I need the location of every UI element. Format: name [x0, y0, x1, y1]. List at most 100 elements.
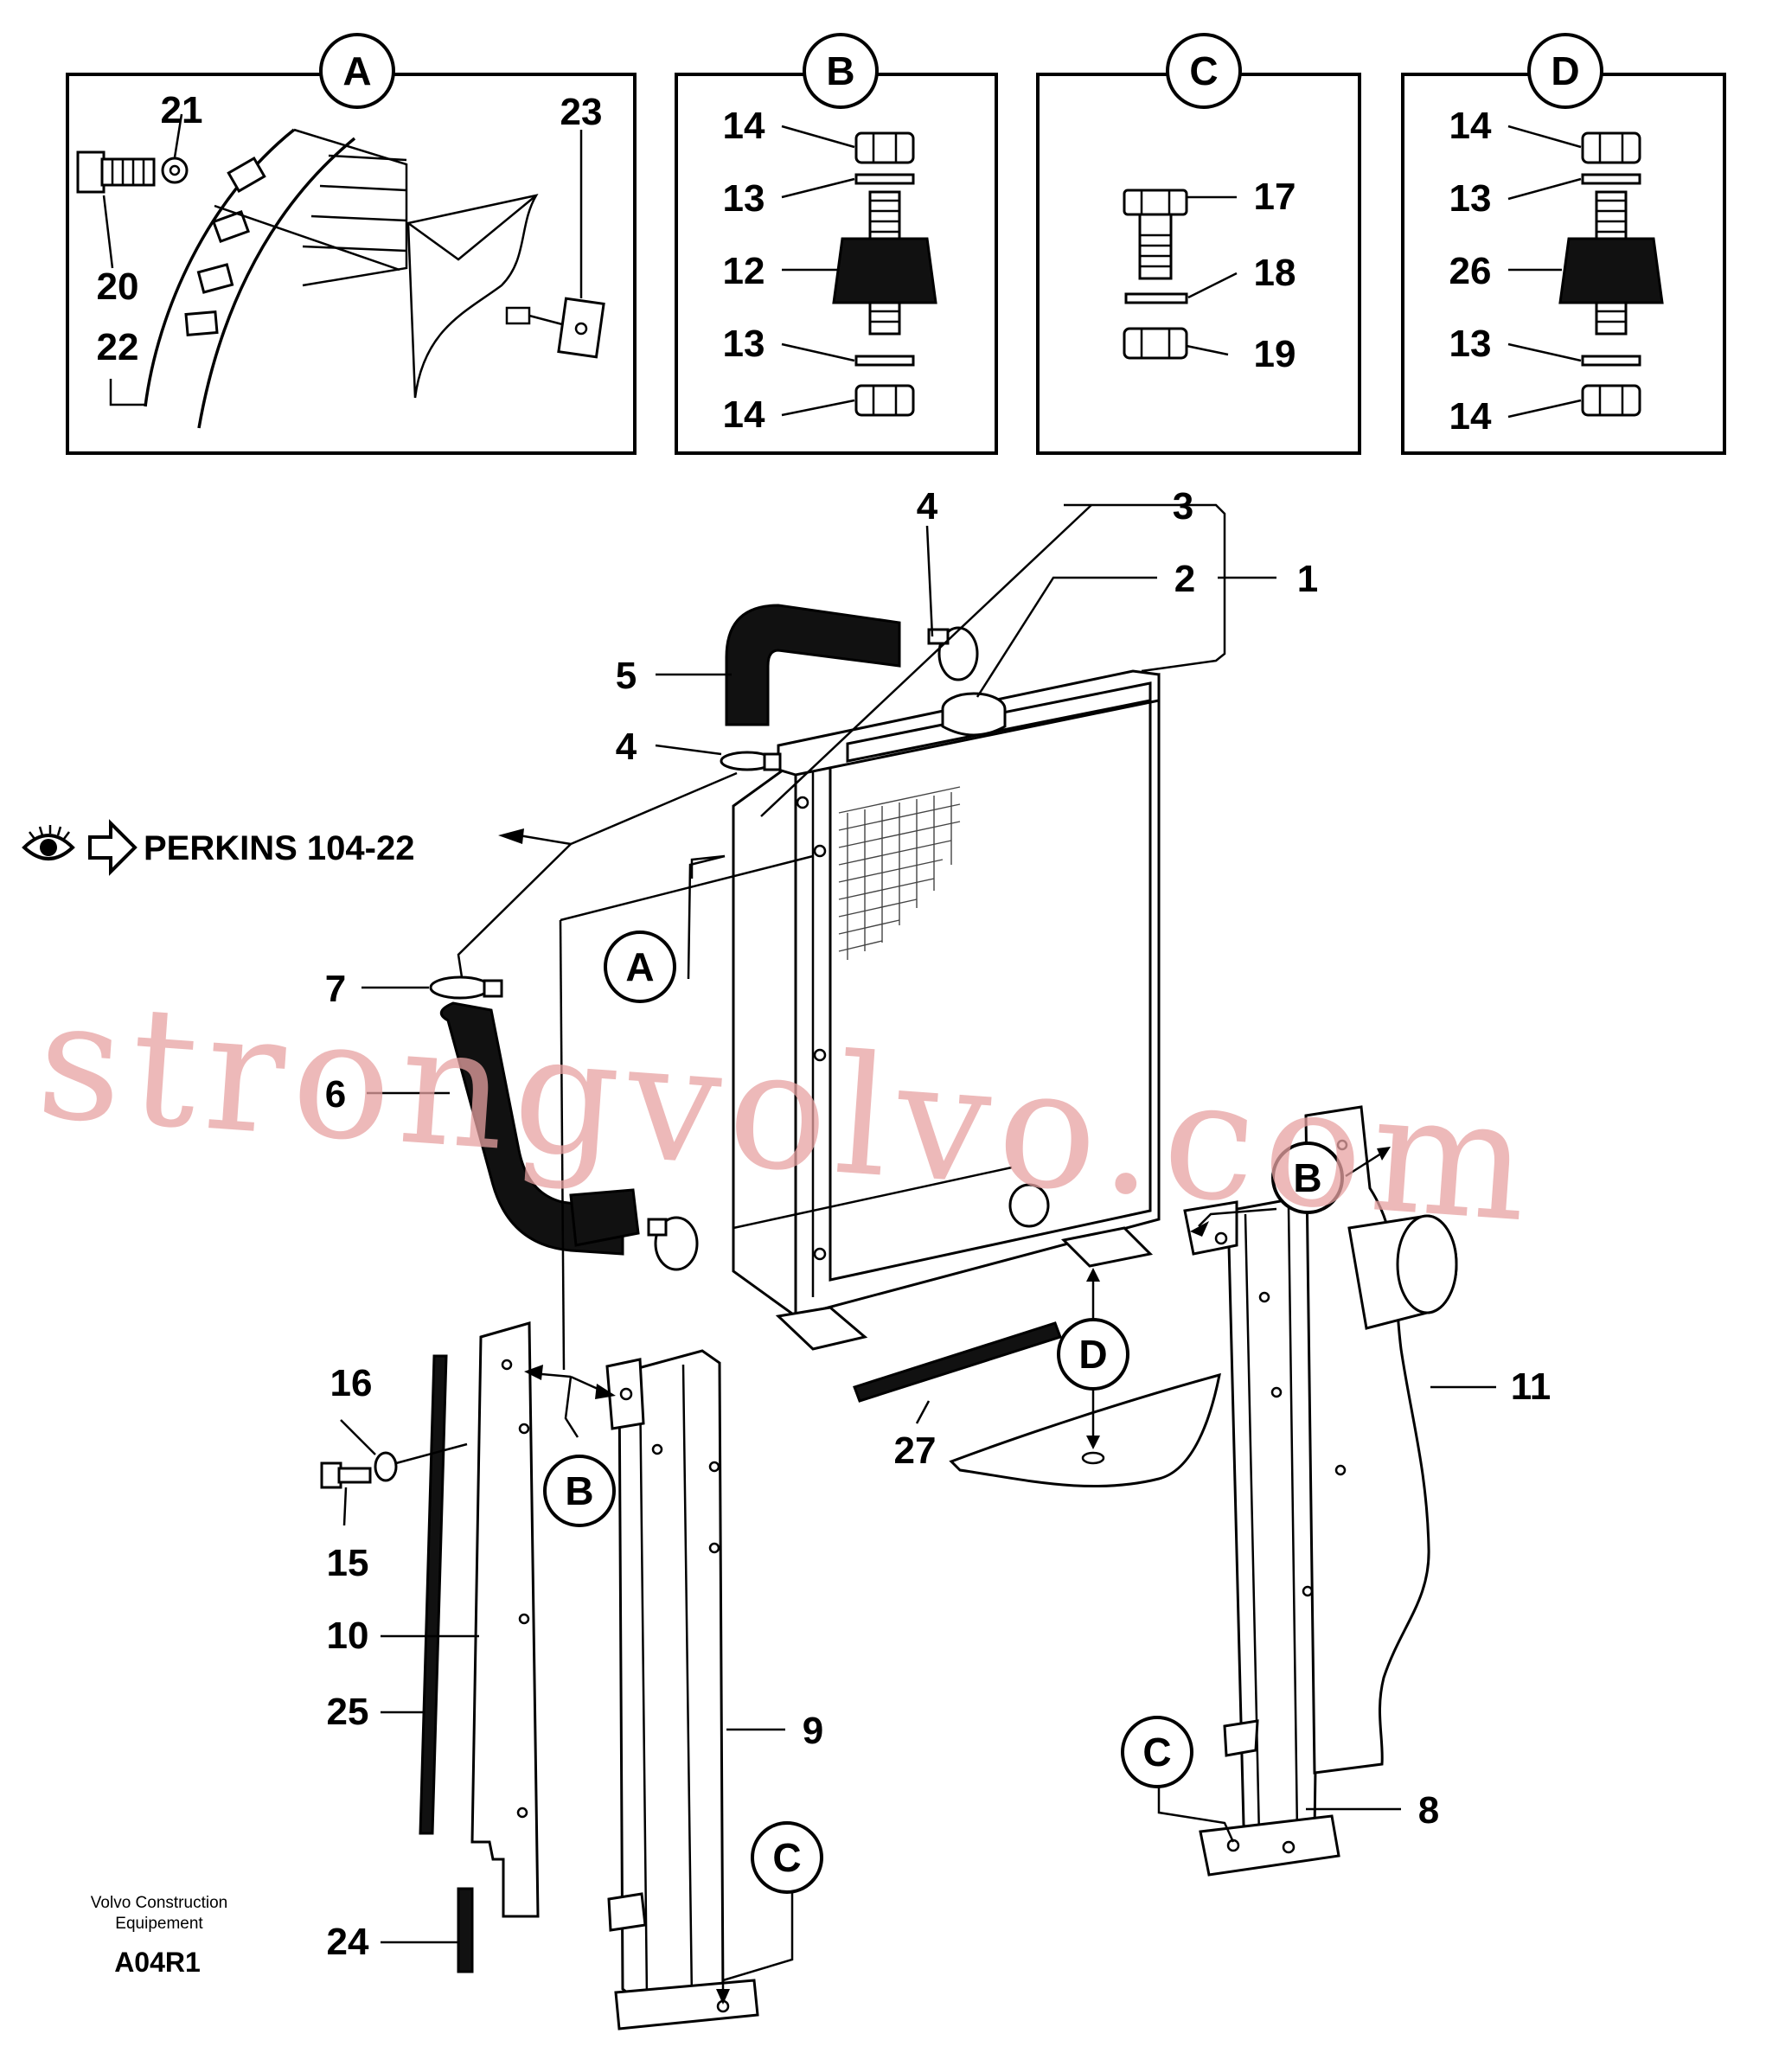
callout-2: 2 [1174, 558, 1195, 600]
panel-b-label-14-bottom: 14 [723, 393, 765, 436]
callout-1: 1 [1297, 558, 1318, 600]
cross-reference[interactable]: PERKINS 104-22 [22, 819, 414, 876]
nut-23-drawing [505, 297, 605, 359]
callout-4-upper: 4 [917, 485, 938, 528]
post-9-drawing [605, 1349, 759, 2030]
lower-hose-6-drawing [439, 1001, 624, 1256]
callout-3: 3 [1173, 485, 1193, 528]
detail-panel-d: D 14 13 26 13 14 [1401, 33, 1726, 455]
panel-a-label-22: 22 [97, 326, 139, 368]
callout-24: 24 [327, 1921, 369, 1963]
washer-16-drawing [374, 1451, 398, 1482]
panel-b-label-12: 12 [723, 250, 765, 292]
panel-b-header-bubble [803, 33, 879, 109]
post-8-drawing [1183, 1195, 1340, 1877]
eye-icon [22, 825, 75, 860]
panel-d-label-13-top: 13 [1449, 177, 1492, 220]
radiator-drawing [732, 669, 1161, 1351]
panel-d-label-14-top: 14 [1449, 105, 1492, 147]
ref-bubble-a [604, 930, 676, 1003]
footer-drawing-code: A04R1 [114, 1947, 201, 1978]
leader-lines [340, 503, 1496, 2005]
detail-panel-a: A [66, 33, 637, 455]
panel-c-label-18: 18 [1254, 252, 1296, 294]
panel-a-letter: A [342, 48, 371, 93]
callout-9: 9 [803, 1710, 823, 1752]
washer-13-bottom-drawing [854, 355, 915, 367]
washer-13-bottom-d-drawing [1581, 355, 1641, 367]
nut-19-drawing [1123, 327, 1188, 360]
bracket-plate-drawing [406, 194, 539, 399]
bolt-15-drawing [320, 1461, 372, 1489]
panel-b-label-13-bottom: 13 [723, 323, 765, 365]
seal-strip-27-drawing [853, 1321, 1062, 1403]
callout-7: 7 [325, 968, 346, 1010]
washer-18-drawing [1124, 292, 1188, 304]
svg-text:C: C [1142, 1730, 1171, 1775]
callout-4-lower: 4 [616, 726, 637, 768]
ref-bubble-b-left [543, 1455, 616, 1527]
panel-d-label-14-bottom: 14 [1449, 395, 1492, 438]
callout-6: 6 [325, 1073, 346, 1116]
nut-14-top-d-drawing [1581, 131, 1641, 164]
callout-15: 15 [327, 1542, 369, 1584]
callout-11: 11 [1511, 1365, 1551, 1408]
panel-c-label-19: 19 [1254, 333, 1296, 375]
washer-21-drawing [161, 157, 189, 184]
side-panel-10-drawing [470, 1321, 540, 1918]
arrow-right-icon [88, 819, 138, 876]
nut-14-top-drawing [854, 131, 915, 164]
cross-reference-text: PERKINS 104-22 [144, 829, 414, 867]
ref-bubble-b-right [1271, 1142, 1344, 1214]
panel-b-label-14-top: 14 [723, 105, 765, 147]
panel-b-letter: B [826, 48, 854, 93]
panel-a-frame [66, 73, 637, 455]
detail-panel-c: C 17 18 19 [1036, 33, 1361, 455]
nut-14-bottom-d-drawing [1581, 384, 1641, 417]
svg-text:C: C [772, 1835, 801, 1880]
callout-5: 5 [616, 655, 637, 697]
footer: Volvo Construction Equipement A04R1 [91, 1894, 227, 1978]
leader-22 [109, 379, 147, 406]
frame-bracket-drawing [144, 128, 408, 429]
callout-10: 10 [327, 1615, 369, 1657]
ref-bubble-c-left [751, 1821, 823, 1894]
footer-company-line2: Equipement [115, 1915, 203, 1933]
panel-b-label-13-top: 13 [723, 177, 765, 220]
panel-c-letter: C [1189, 48, 1218, 93]
seal-strip-24-drawing [457, 1887, 474, 1973]
clamp-7-drawing [429, 975, 503, 1000]
footer-company-line1: Volvo Construction [91, 1894, 227, 1912]
core-mesh-drawing [838, 786, 961, 960]
washer-13-top-d-drawing [1581, 173, 1641, 185]
panel-c-label-17: 17 [1254, 176, 1296, 218]
callout-8: 8 [1418, 1789, 1439, 1832]
clamp-4-lower-drawing [720, 751, 782, 771]
callout-16: 16 [330, 1362, 373, 1404]
rubber-mount-26-drawing [1558, 237, 1664, 304]
panel-a-header-bubble [319, 33, 395, 109]
ref-bubble-d [1057, 1318, 1129, 1391]
washer-13-top-drawing [854, 173, 915, 185]
panel-d-header-bubble [1527, 33, 1603, 109]
seal-strip-25-drawing [419, 1354, 448, 1835]
callout-27: 27 [894, 1429, 937, 1472]
nut-14-bottom-drawing [854, 384, 915, 417]
svg-text:B: B [1293, 1155, 1321, 1200]
upper-hose-5-drawing [725, 604, 901, 726]
clamp-lower-outlet-drawing [647, 1216, 699, 1271]
panel-a-label-21: 21 [161, 89, 203, 131]
panel-d-letter: D [1551, 48, 1579, 93]
bolt-20-drawing [76, 150, 156, 194]
svg-text:A: A [625, 944, 654, 989]
panel-c-frame [1036, 73, 1361, 455]
detail-panel-b: B 14 13 12 13 14 [675, 33, 998, 455]
panel-d-label-13-bottom: 13 [1449, 323, 1492, 365]
leader-21 [173, 113, 183, 158]
fan-shroud-11-drawing [1304, 1105, 1458, 1775]
reference-bubbles: A B B C C D [543, 930, 1344, 1894]
svg-text:D: D [1078, 1332, 1107, 1377]
callout-25: 25 [327, 1691, 369, 1733]
ref-bubble-c-right [1121, 1716, 1193, 1788]
